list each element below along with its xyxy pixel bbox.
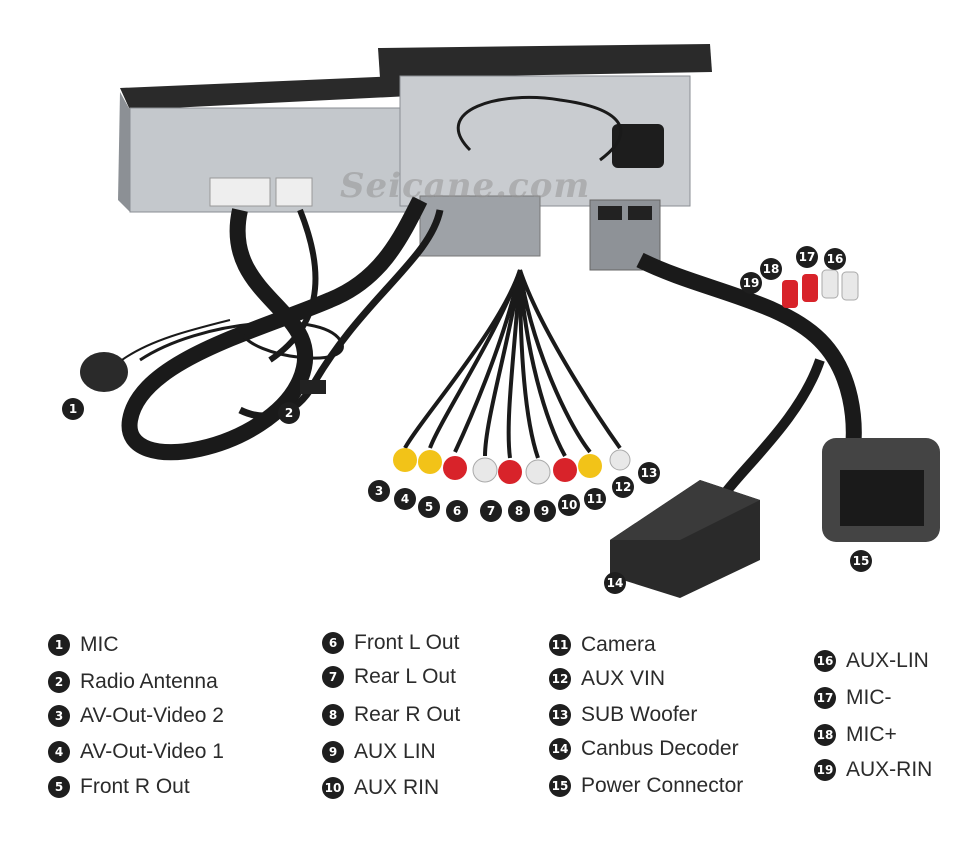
callout-11: 11	[584, 488, 606, 510]
callout-15: 15	[850, 550, 872, 572]
callout-13: 13	[638, 462, 660, 484]
callout-9: 9	[534, 500, 556, 522]
rca-plugs	[393, 448, 631, 485]
callout-19: 19	[740, 272, 762, 294]
callout-10: 10	[558, 494, 580, 516]
callout-3: 3	[368, 480, 390, 502]
callout-14: 14	[604, 572, 626, 594]
aux-plugs	[782, 269, 859, 308]
callout-2: 2	[278, 402, 300, 424]
callout-17: 17	[796, 246, 818, 268]
watermark: Seicane.com	[340, 166, 591, 206]
mic-puck	[80, 352, 128, 392]
display-unit	[118, 76, 413, 213]
callout-18: 18	[760, 258, 782, 280]
callout-12: 12	[612, 476, 634, 498]
callout-8: 8	[508, 500, 530, 522]
callout-1: 1	[62, 398, 84, 420]
callout-5: 5	[418, 496, 440, 518]
callout-4: 4	[394, 488, 416, 510]
callout-6: 6	[446, 500, 468, 522]
wiring-photo	[80, 44, 940, 598]
callout-16: 16	[824, 248, 846, 270]
rca-bundle	[403, 269, 622, 459]
callout-7: 7	[480, 500, 502, 522]
